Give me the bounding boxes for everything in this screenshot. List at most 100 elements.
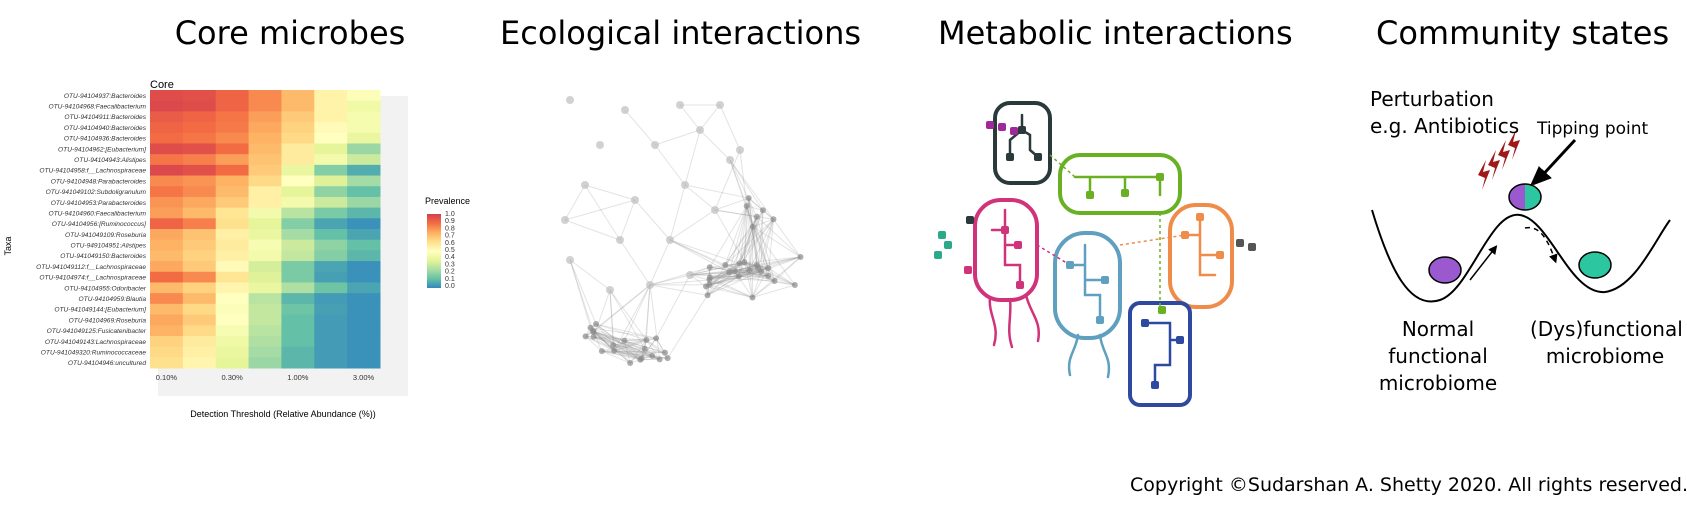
network-node [716, 101, 724, 109]
network-edge [729, 256, 801, 273]
network-node [664, 355, 671, 362]
network-edge [629, 348, 646, 364]
heatmap-cell [248, 282, 282, 294]
heatmap-cell [347, 111, 381, 123]
heatmap-cell [347, 293, 381, 305]
network-node [765, 265, 772, 272]
network-edge [748, 197, 759, 268]
heatmap-cell [182, 261, 217, 273]
metabolite-dot [1216, 251, 1224, 259]
network-edge [592, 330, 660, 360]
perturbation-line1: Perturbation [1370, 87, 1494, 111]
network-edge [774, 256, 801, 282]
heatmap-cell [347, 143, 381, 155]
heatmap-cell [215, 132, 250, 144]
network-node [651, 141, 659, 149]
network-node [722, 261, 729, 268]
network-node [759, 207, 766, 214]
lightning-bolt-3 [1498, 140, 1510, 170]
dys-line1: (Dys)functional [1530, 317, 1683, 341]
metabolite-dot [1176, 336, 1184, 344]
network-edge [613, 344, 666, 354]
network-edge [593, 289, 611, 337]
network-edge [590, 327, 657, 339]
network-node [726, 269, 733, 276]
heatmap-cell [248, 261, 282, 273]
dysfunctional-state-ball [1578, 251, 1612, 279]
network-edge [705, 261, 745, 287]
network-node [566, 256, 574, 264]
network-edge [601, 350, 642, 359]
network-node [681, 181, 689, 189]
metabolite-dot [1006, 153, 1014, 161]
network-edge [760, 219, 774, 272]
network-edge [592, 330, 653, 357]
network-edge [592, 330, 645, 350]
heatmap-cell [248, 229, 282, 241]
network-node [765, 272, 772, 279]
network-edge [629, 339, 647, 364]
heatmap-title: Core [150, 79, 174, 91]
network-edge [669, 184, 686, 241]
network-edge [689, 274, 739, 277]
network-edge [709, 275, 739, 278]
heatmap-cell [150, 239, 184, 251]
heatmap-cell [182, 346, 217, 358]
heatmap-cell [281, 239, 315, 251]
network-edge [592, 330, 641, 361]
heatmap-cell [215, 229, 250, 241]
network-edge [725, 264, 762, 273]
heatmap-cell [182, 154, 217, 166]
heatmap-cell [182, 196, 217, 209]
heatmap-legend-tick-label: 0.4 [445, 254, 455, 261]
metabolite-dot [934, 251, 942, 259]
heatmap-cell [314, 111, 348, 123]
network-edge [593, 336, 645, 350]
network-edge [585, 335, 615, 352]
heatmap-cell [150, 175, 184, 187]
cell-blue-tail [1067, 333, 1111, 379]
heatmap-cell [347, 100, 381, 112]
network-edge [689, 271, 730, 276]
panel-title-metabolic: Metabolic interactions [938, 14, 1293, 52]
lightning-bolt-1 [1478, 160, 1490, 190]
network-edge [585, 336, 603, 352]
network-edge [707, 264, 726, 296]
tipping-point-arrow [1533, 138, 1577, 186]
heatmap-cell [182, 100, 217, 112]
heatmap-cell [182, 357, 217, 369]
network-edge [655, 274, 691, 339]
network-edge [709, 271, 730, 281]
heatmap-cell [281, 132, 315, 144]
heatmap-legend-tick-label: 0.6 [445, 240, 455, 247]
heatmap-cell [182, 143, 217, 155]
heatmap-legend-tick-label: 0.8 [445, 225, 455, 232]
network-edge [705, 285, 753, 298]
heatmap-x-tick-label: 3.00% [353, 373, 375, 382]
heatmap-cell [150, 335, 184, 348]
heatmap-cell [182, 122, 217, 134]
network-edge [746, 205, 769, 276]
network-edge [756, 216, 775, 282]
network-edge [743, 205, 748, 263]
network-node [706, 264, 713, 271]
network-edges [564, 104, 801, 364]
network-edge [709, 263, 740, 281]
network-node [726, 156, 734, 164]
network-node [666, 236, 674, 244]
metabolite-dot [998, 123, 1006, 131]
network-edge [593, 336, 615, 352]
heatmap-cell [150, 271, 184, 283]
heatmap-cell [248, 122, 282, 134]
heatmap-cell [182, 175, 217, 187]
network-edge [641, 338, 657, 359]
network-node [736, 260, 743, 267]
network-edge [709, 271, 762, 286]
network-edge [752, 226, 796, 286]
network-edge [654, 144, 686, 186]
network-edge [757, 256, 801, 269]
network-edge [569, 259, 611, 291]
heatmap-cell [150, 314, 184, 326]
network-edge [756, 264, 796, 286]
heatmap-cell [215, 186, 250, 198]
